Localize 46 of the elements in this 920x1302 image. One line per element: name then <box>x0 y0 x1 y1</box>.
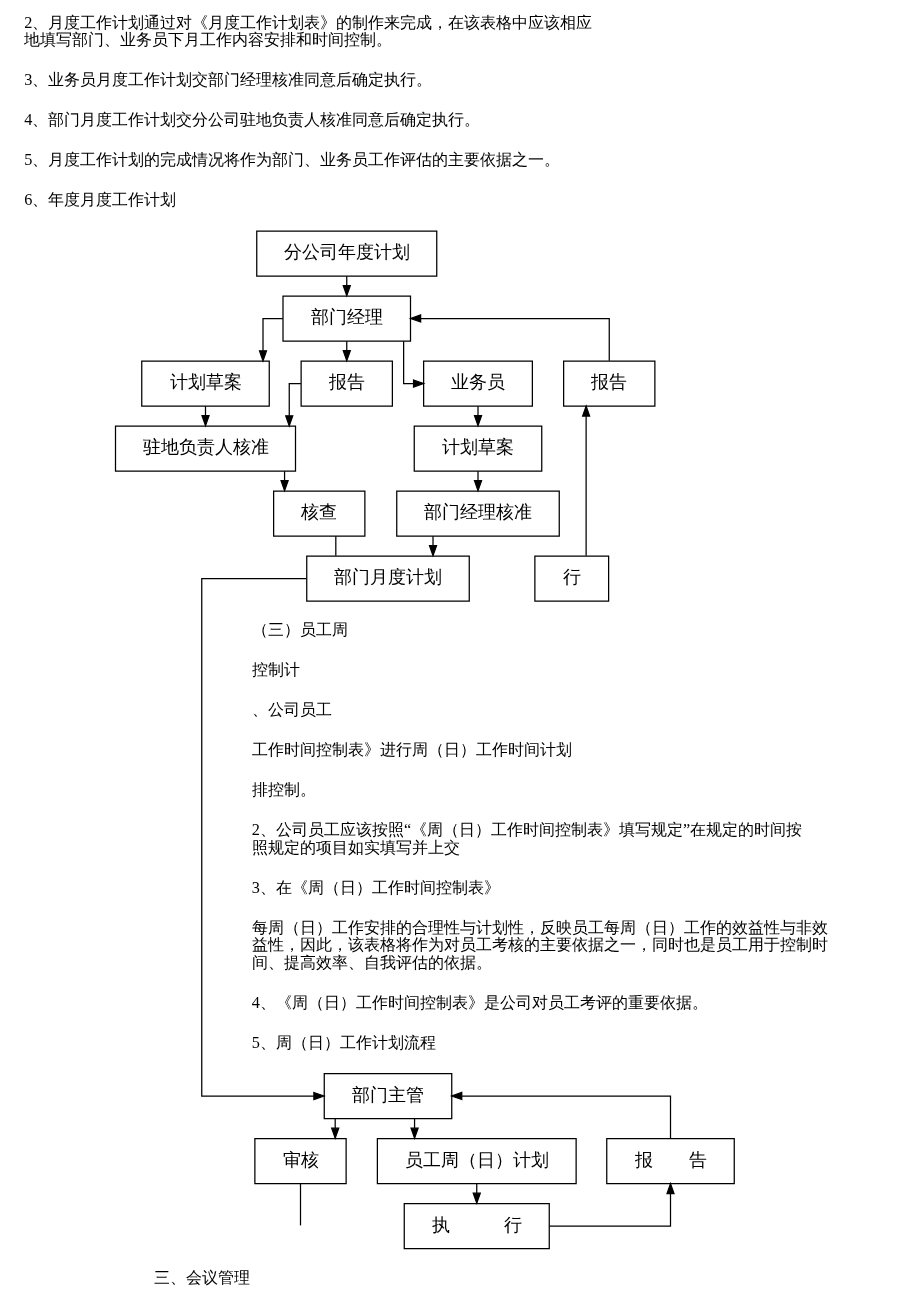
node-box: 分公司年度计划 <box>255 230 437 277</box>
arrow <box>284 382 301 428</box>
label: 5、月度工作计划的完成情况将作为部门、业务员工作评估的主要依据之一。 <box>23 151 560 170</box>
label: 5、周（日）工作计划流程 <box>251 1033 436 1052</box>
connector <box>299 1183 301 1227</box>
label: （三）员工周 <box>251 621 348 640</box>
arrow <box>402 340 425 388</box>
arrow <box>473 470 482 493</box>
arrow <box>449 1091 671 1139</box>
arrow <box>408 314 610 362</box>
arrow <box>428 535 437 558</box>
label: 4、部门月度工作计划交分公司驻地负责人核准同意后确定执行。 <box>23 111 480 130</box>
node-box: 报告 <box>300 360 393 407</box>
label: 3、业务员月度工作计划交部门经理核准同意后确定执行。 <box>23 71 432 90</box>
arrow <box>581 404 590 557</box>
label: 、公司员工 <box>251 701 332 720</box>
label: 工作时间控制表》进行周（日）工作时间计划 <box>251 741 572 760</box>
node-box: 部门经理核准 <box>395 490 560 537</box>
node-box: 部门月度计划 <box>305 555 470 602</box>
node-box: 报 告 <box>605 1137 735 1185</box>
label: 控制计 <box>251 661 300 680</box>
connector <box>334 535 336 557</box>
node-box: 审核 <box>253 1137 347 1185</box>
node-box: 行 <box>533 555 609 602</box>
node-box: 部门主管 <box>323 1072 452 1120</box>
node-box: 部门经理 <box>281 295 411 342</box>
node-box: 计划草案 <box>140 360 270 407</box>
node-box: 计划草案 <box>413 425 542 472</box>
label: 2、月度工作计划通过对《月度工作计划表》的制作来完成，在该表格中应该相应地填写部门、业务员下月工作内容安排和时间控制。 <box>23 13 592 50</box>
label: 排控制。 <box>251 781 316 800</box>
node-box: 核查 <box>272 490 365 537</box>
label: 3、在《周（日）工作时间控制表》 <box>251 878 500 897</box>
label: 2、公司员工应该按照“《周（日）工作时间控制表》填写规定”在规定的时间按照规定的项目如实填写并上交 <box>251 821 802 857</box>
node-box: 报告 <box>562 360 655 407</box>
label: 三、会议管理 <box>153 1268 250 1287</box>
label: 6、年度月度工作计划 <box>23 191 176 210</box>
node-box: 驻地负责人核准 <box>114 425 296 472</box>
arrow <box>258 317 283 363</box>
node-box: 业务员 <box>422 360 533 407</box>
arrow <box>200 577 326 1101</box>
arrow <box>473 405 482 428</box>
node-box: 员工周（日）计划 <box>376 1137 577 1185</box>
label: 每周（日）工作安排的合理性与计划性，反映员工每周（日）工作的效益性与非效益性，因此，该表格将作为对员工考核的主要依据之一，同时也是员工用于控制时间、提高效率、自我评估的依据。 <box>251 918 828 972</box>
label: 4、《周（日）工作时间控制表》是公司对员工考评的重要依据。 <box>251 993 708 1012</box>
arrow <box>548 1181 675 1227</box>
node-box: 执 行 <box>403 1202 550 1250</box>
